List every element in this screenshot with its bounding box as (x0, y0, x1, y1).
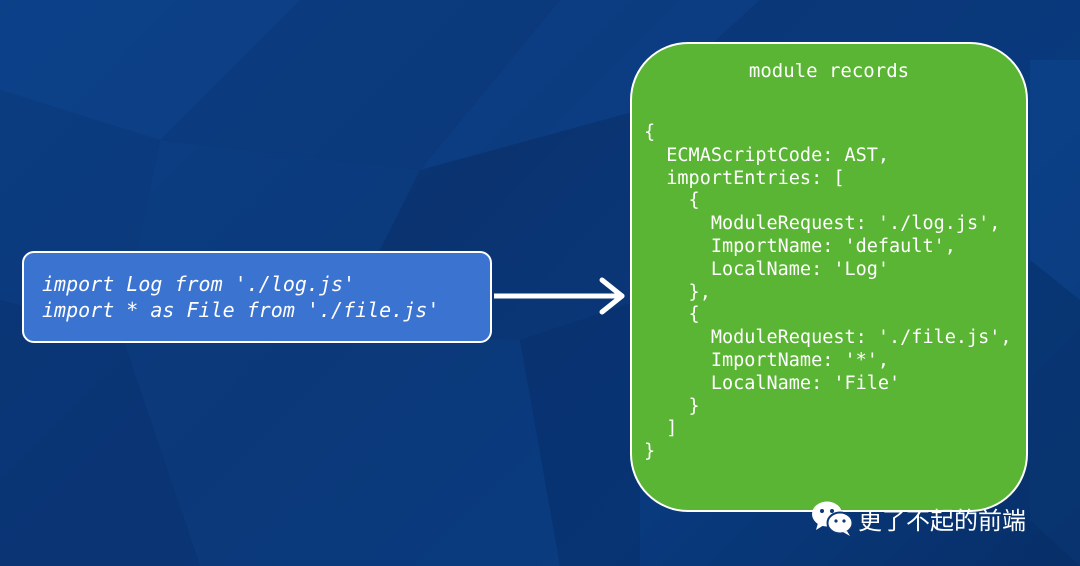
module-records-title: module records (748, 60, 910, 82)
code-line: importEntries: [ (644, 167, 845, 189)
module-records-code: { ECMAScriptCode: AST, importEntries: [ … (644, 122, 1012, 464)
code-line: ImportName: 'default', (644, 235, 956, 257)
code-line: }, (644, 281, 711, 303)
import-statements-box: import Log from './log.js' import * as F… (22, 251, 492, 343)
module-records-box: module records { ECMAScriptCode: AST, im… (630, 42, 1028, 512)
import-line: import * as File from './file.js' (42, 298, 440, 322)
code-line: ECMAScriptCode: AST, (644, 144, 890, 166)
wechat-icon (812, 501, 854, 536)
code-line: LocalName: 'Log' (644, 258, 890, 280)
code-line: { (644, 122, 656, 143)
watermark: 更了不起的前端 (810, 498, 1026, 538)
import-line: import Log from './log.js' (42, 272, 356, 296)
code-line: ] (644, 418, 678, 440)
code-line: { (644, 190, 700, 212)
code-line: } (644, 441, 656, 463)
code-line: } (644, 395, 700, 417)
code-line: ImportName: '*', (644, 349, 890, 371)
code-line: LocalName: 'File' (644, 372, 901, 394)
watermark-text: 更了不起的前端 (858, 506, 1026, 535)
code-line: { (644, 304, 700, 326)
code-line: ModuleRequest: './log.js', (644, 213, 1001, 235)
arrow-right-icon (494, 277, 625, 315)
code-line: ModuleRequest: './file.js', (644, 327, 1012, 349)
